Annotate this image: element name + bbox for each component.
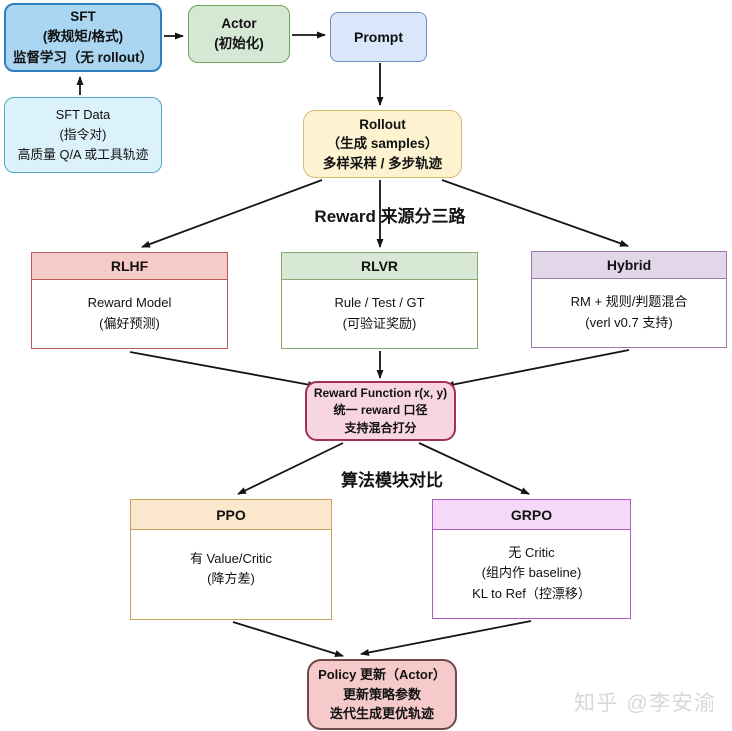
node-rlhf: RLHF Reward Model (偏好预测): [31, 252, 228, 349]
node-policy-update-title: Policy 更新（Actor）: [318, 667, 446, 683]
node-hybrid-line: (verl v0.7 支持): [585, 314, 673, 330]
node-ppo: PPO 有 Value/Critic (降方差): [130, 499, 332, 620]
node-rlhf-body: Reward Model (偏好预测): [32, 280, 227, 347]
node-hybrid-body: RM + 规则/判题混合 (verl v0.7 支持): [532, 279, 726, 346]
node-actor-line: (初始化): [214, 36, 264, 51]
node-reward-function-line: 统一 reward 口径: [333, 403, 428, 418]
node-reward-function: Reward Function r(x, y) 统一 reward 口径 支持混…: [305, 381, 456, 441]
node-sft-data: SFT Data (指令对) 高质量 Q/A 或工具轨迹: [4, 97, 162, 173]
label-algo-compare: 算法模块对比: [341, 471, 443, 490]
node-grpo-line: (组内作 baseline): [481, 565, 582, 581]
node-ppo-header: PPO: [131, 500, 331, 530]
node-sft-data-title: SFT Data: [55, 107, 111, 123]
node-policy-update: Policy 更新（Actor） 更新策略参数 迭代生成更优轨迹: [307, 659, 457, 730]
node-sft-line: (教规矩/格式): [42, 29, 124, 45]
node-rlhf-header: RLHF: [32, 253, 227, 280]
node-rlvr-line: Rule / Test / GT: [334, 295, 425, 311]
node-prompt: Prompt: [330, 12, 427, 62]
node-ppo-body: 有 Value/Critic (降方差): [131, 530, 331, 618]
node-grpo-body: 无 Critic (组内作 baseline) KL to Ref（控漂移）: [433, 530, 630, 617]
node-sft: SFT (教规矩/格式) 监督学习（无 rollout）: [4, 3, 162, 72]
node-rlhf-line: (偏好预测): [99, 315, 160, 331]
node-reward-function-title: Reward Function r(x, y): [313, 385, 448, 400]
node-rlvr-line: (可验证奖励): [342, 315, 417, 331]
node-prompt-title: Prompt: [354, 29, 403, 45]
node-actor: Actor (初始化): [188, 5, 290, 63]
node-sft-line: 监督学习（无 rollout）: [12, 49, 154, 65]
node-policy-update-line: 更新策略参数: [342, 686, 421, 702]
node-grpo-header: GRPO: [433, 500, 630, 530]
label-reward-split: Reward 来源分三路: [314, 207, 466, 226]
node-rlvr-body: Rule / Test / GT (可验证奖励): [282, 280, 477, 347]
node-rlvr-header: RLVR: [282, 253, 477, 280]
node-hybrid: Hybrid RM + 规则/判题混合 (verl v0.7 支持): [531, 251, 727, 348]
node-policy-update-line: 迭代生成更优轨迹: [329, 706, 434, 722]
node-rlvr: RLVR Rule / Test / GT (可验证奖励): [281, 252, 478, 349]
node-rlhf-line: Reward Model: [87, 295, 172, 311]
node-rollout-title: Rollout: [359, 116, 406, 132]
node-ppo-line: (降方差): [207, 571, 255, 586]
arrow-ppo-to-policy: [232, 621, 344, 657]
node-sft-data-line: (指令对): [59, 127, 107, 143]
node-rollout-line: （生成 samples）: [326, 136, 439, 152]
node-hybrid-line: RM + 规则/判题混合: [570, 294, 688, 310]
arrow-hybrid-to-rewardfn: [445, 349, 630, 388]
node-reward-function-line: 支持混合打分: [344, 420, 417, 435]
arrow-rollout-to-rlhf: [141, 179, 323, 248]
node-grpo: GRPO 无 Critic (组内作 baseline) KL to Ref（控…: [432, 499, 631, 619]
node-sft-title: SFT: [70, 9, 96, 25]
node-grpo-line: 无 Critic: [508, 545, 555, 561]
node-hybrid-header: Hybrid: [532, 252, 726, 279]
node-rollout-line: 多样采样 / 多步轨迹: [322, 155, 443, 171]
node-actor-title: Actor: [221, 15, 257, 31]
node-ppo-line: 有 Value/Critic: [189, 550, 273, 566]
arrow-rlhf-to-rewardfn: [129, 351, 317, 389]
node-sft-data-line: 高质量 Q/A 或工具轨迹: [17, 146, 149, 162]
node-rollout: Rollout （生成 samples） 多样采样 / 多步轨迹: [303, 110, 462, 178]
arrow-grpo-to-policy: [360, 620, 532, 656]
node-grpo-line: KL to Ref（控漂移）: [472, 585, 591, 601]
watermark-zhihu: 知乎 @李安渝: [574, 692, 717, 715]
